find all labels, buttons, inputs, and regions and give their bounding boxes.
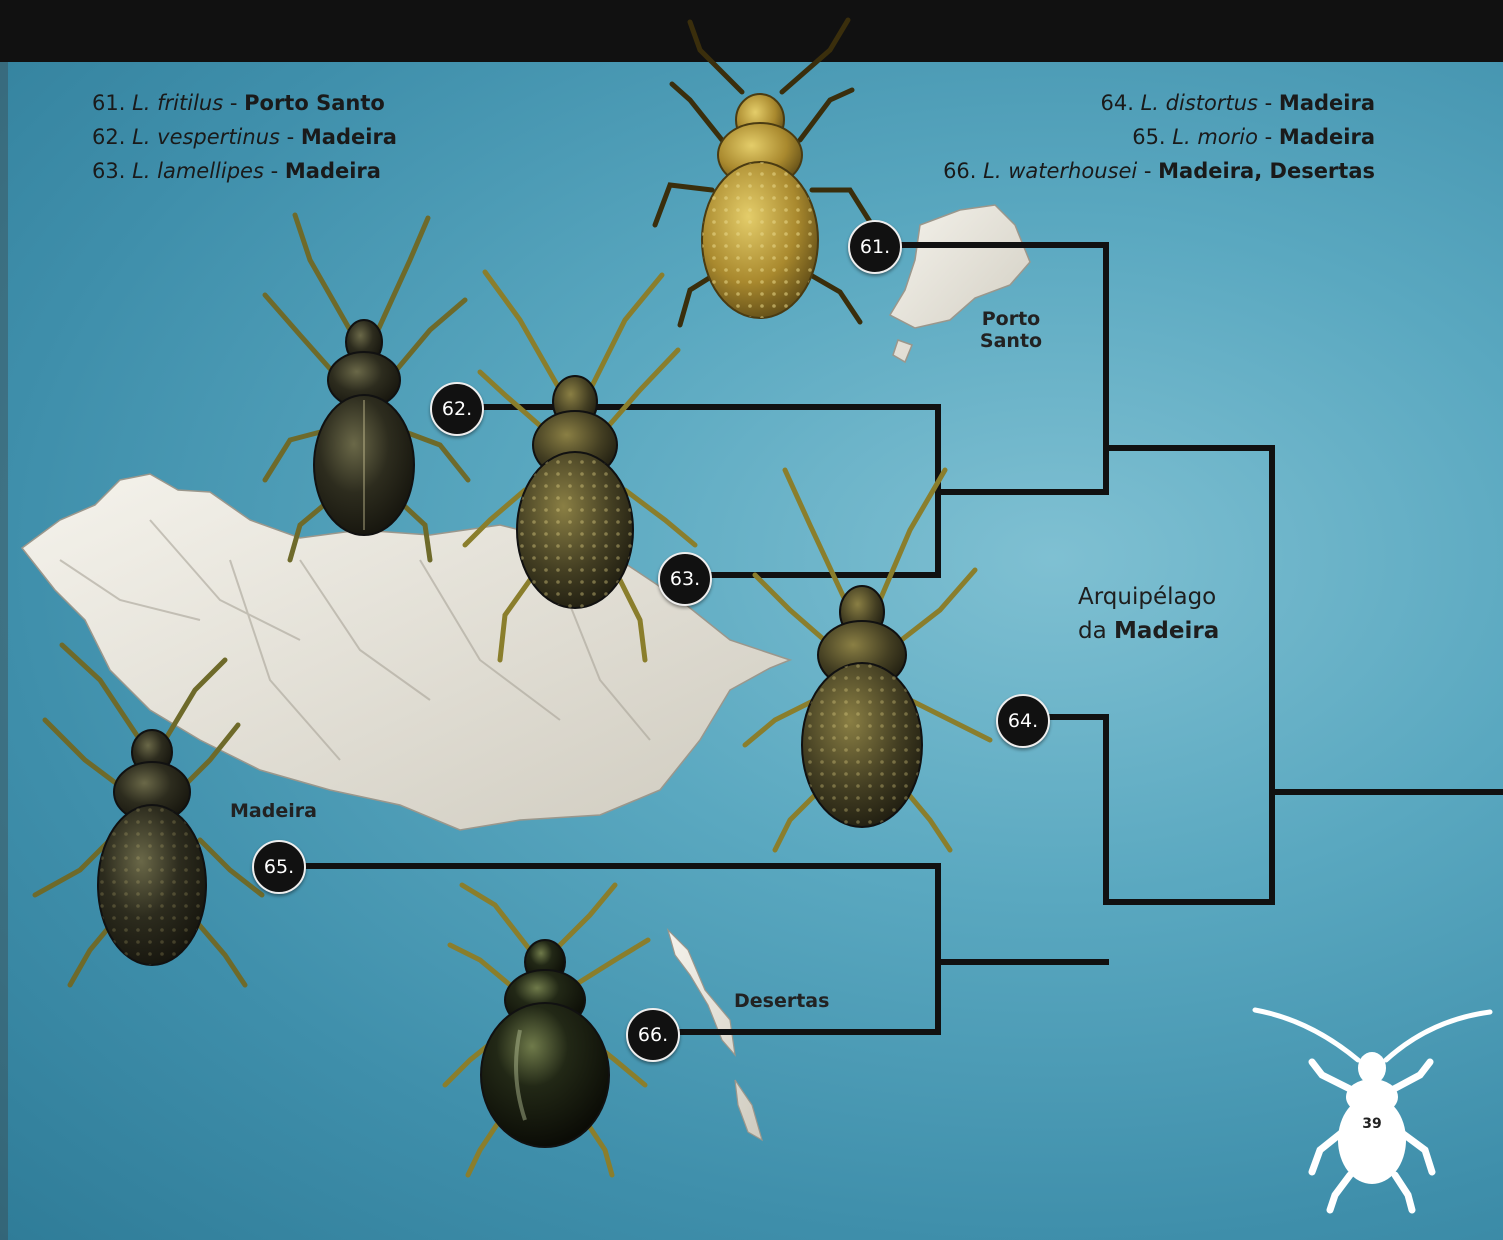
label-desertas: Desertas bbox=[734, 990, 829, 1012]
badge-63: 63. bbox=[658, 552, 712, 606]
label-porto-santo: Porto Santo bbox=[976, 308, 1046, 352]
legend-row-65: 65. L. morio - Madeira bbox=[943, 120, 1375, 154]
label-archipelago: Arquipélago da Madeira bbox=[1078, 580, 1219, 648]
legend-row-63: 63. L. lamellipes - Madeira bbox=[92, 154, 397, 188]
label-madeira: Madeira bbox=[230, 800, 317, 822]
legend-row-66: 66. L. waterhousei - Madeira, Desertas bbox=[943, 154, 1375, 188]
page-number-beetle-icon bbox=[1255, 1010, 1490, 1210]
badge-65: 65. bbox=[252, 840, 306, 894]
badge-61: 61. bbox=[848, 220, 902, 274]
species-legend-left: 61. L. fritilus - Porto Santo 62. L. ves… bbox=[92, 86, 397, 188]
badge-64: 64. bbox=[996, 694, 1050, 748]
legend-row-64: 64. L. distortus - Madeira bbox=[943, 86, 1375, 120]
badge-66: 66. bbox=[626, 1008, 680, 1062]
branch-64 bbox=[1045, 717, 1106, 902]
species-legend-right: 64. L. distortus - Madeira 65. L. morio … bbox=[943, 86, 1375, 188]
badge-62: 62. bbox=[430, 382, 484, 436]
page-number: 39 bbox=[1355, 1116, 1389, 1132]
legend-row-62: 62. L. vespertinus - Madeira bbox=[92, 120, 397, 154]
legend-row-61: 61. L. fritilus - Porto Santo bbox=[92, 86, 397, 120]
branch-65 bbox=[300, 866, 938, 1032]
